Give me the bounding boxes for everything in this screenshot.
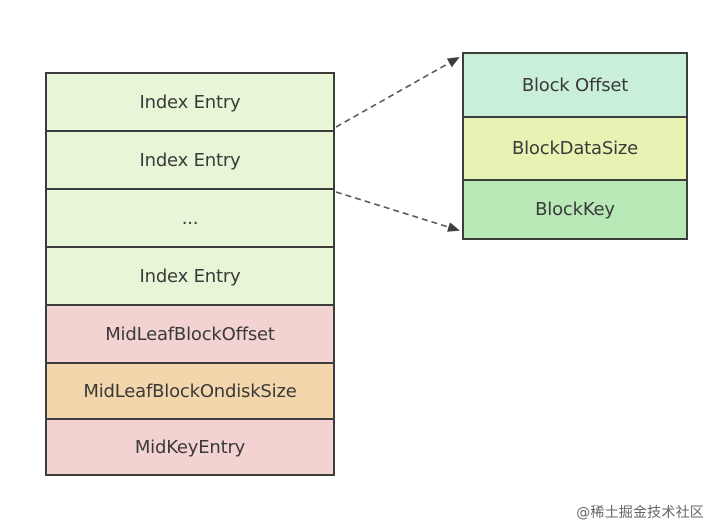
index-entry-ellipsis-label: ...	[181, 207, 199, 229]
block-offset: Block Offset	[464, 54, 686, 116]
mid-leaf-block-ondisk-size: MidLeafBlockOndiskSize	[47, 362, 333, 418]
block-key: BlockKey	[464, 179, 686, 238]
index-block-stack: Index Entry Index Entry ... Index Entry …	[45, 72, 335, 476]
arrow-to-block-offset	[335, 57, 460, 128]
index-entry-last-label: Index Entry	[139, 265, 241, 287]
index-entry-2: Index Entry	[47, 130, 333, 188]
index-entry-last: Index Entry	[47, 246, 333, 304]
index-entry-detail-stack: Block Offset BlockDataSize BlockKey	[462, 52, 688, 240]
block-data-size: BlockDataSize	[464, 116, 686, 179]
block-offset-label: Block Offset	[521, 74, 629, 96]
index-entry-1: Index Entry	[47, 74, 333, 130]
mid-key-entry: MidKeyEntry	[47, 418, 333, 474]
block-data-size-label: BlockDataSize	[511, 138, 638, 159]
mid-leaf-block-ondisk-size-label: MidLeafBlockOndiskSize	[83, 380, 297, 402]
mid-leaf-block-offset: MidLeafBlockOffset	[47, 304, 333, 362]
index-entry-2-label: Index Entry	[139, 149, 241, 171]
mid-key-entry-label: MidKeyEntry	[134, 436, 246, 458]
mid-leaf-block-offset-label: MidLeafBlockOffset	[105, 323, 275, 345]
index-entry-1-label: Index Entry	[139, 91, 241, 113]
index-entry-ellipsis: ...	[47, 188, 333, 246]
block-key-label: BlockKey	[535, 199, 615, 220]
arrow-to-block-key	[335, 191, 460, 232]
watermark: @稀土掘金技术社区	[576, 505, 704, 521]
